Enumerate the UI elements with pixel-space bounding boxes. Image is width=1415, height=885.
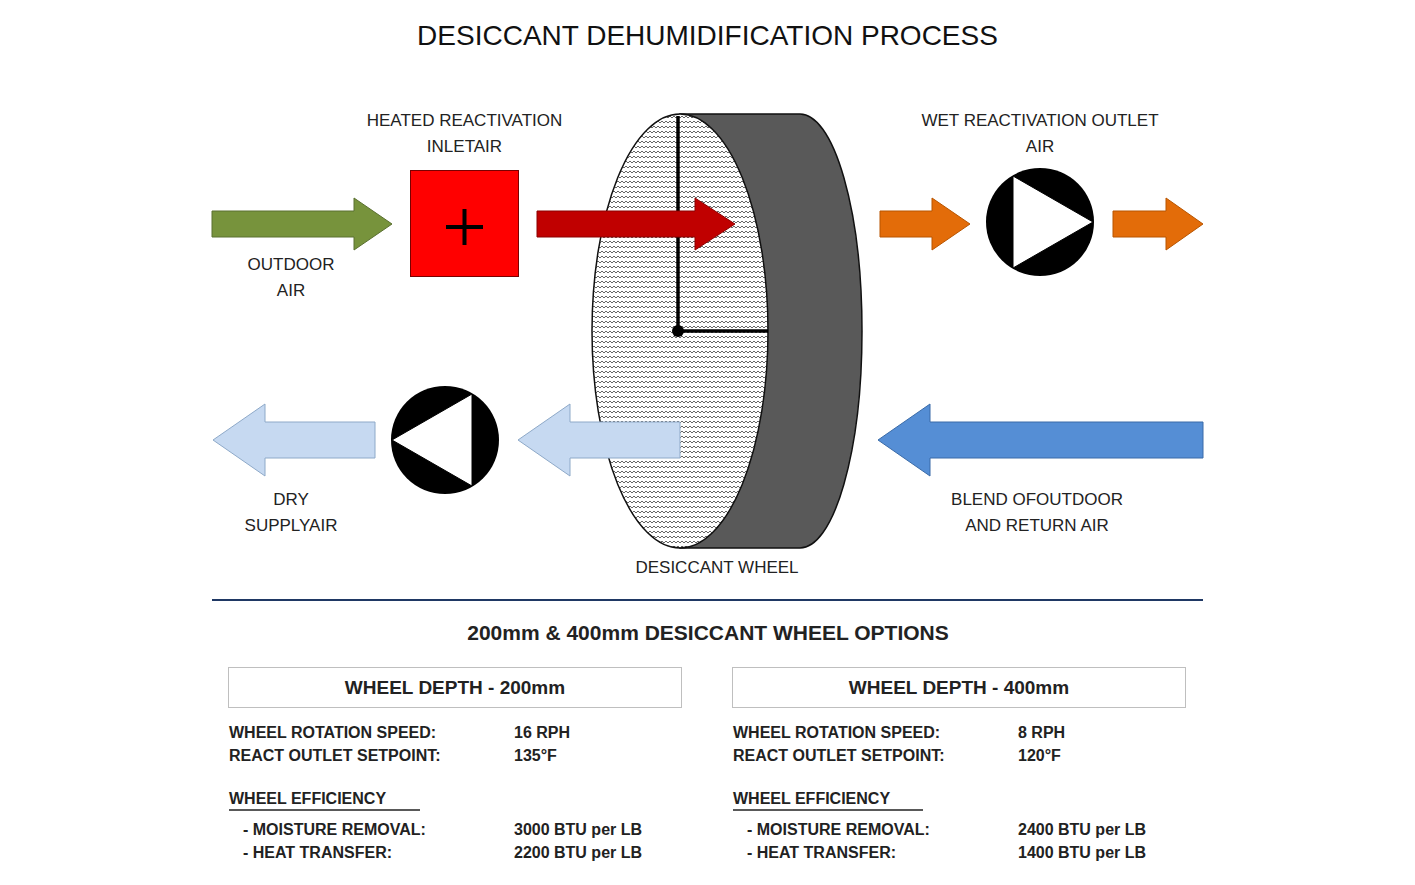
outdoor-air-arrow bbox=[212, 198, 392, 250]
table-cell: 120°F bbox=[1018, 745, 1188, 767]
table-cell: 3000 BTU per LB bbox=[514, 819, 684, 841]
desiccant-wheel: DESICCANT WHEEL bbox=[590, 113, 862, 581]
node-heading: DESICCANT WHEEL bbox=[587, 555, 847, 581]
supply-air-arrow bbox=[213, 404, 375, 476]
air-label: BLEND OFOUTDOOR AND RETURN AIR bbox=[939, 487, 1135, 539]
wheel-hub bbox=[672, 325, 684, 337]
heater-fill bbox=[411, 171, 519, 277]
table-cell: - MOISTURE REMOVAL: bbox=[747, 819, 1013, 841]
heater-box: HEATED REACTIVATION INLETAIR bbox=[410, 170, 519, 277]
table-header-box: WHEEL DEPTH - 400mm bbox=[732, 667, 1186, 708]
table-cell: WHEEL EFFICIENCY bbox=[733, 788, 933, 810]
air-label: DRY SUPPLYAIR bbox=[236, 487, 346, 539]
wheel-divider bbox=[678, 329, 768, 333]
table-cell: REACT OUTLET SETPOINT: bbox=[229, 745, 509, 767]
table-cell: 8 RPH bbox=[1018, 722, 1188, 744]
section-divider bbox=[212, 599, 1203, 601]
fan-blade bbox=[1013, 176, 1093, 268]
table-cell: - HEAT TRANSFER: bbox=[243, 842, 509, 864]
reactivation-fan: WET REACTIVATION OUTLET AIR bbox=[986, 168, 1094, 276]
node-heading: WET REACTIVATION OUTLET AIR bbox=[920, 108, 1160, 160]
heater-symbol bbox=[410, 170, 519, 277]
table-cell: - HEAT TRANSFER: bbox=[747, 842, 1013, 864]
heading-underline bbox=[229, 809, 420, 811]
table-header: WHEEL DEPTH - 400mm bbox=[839, 671, 1079, 705]
diagram-title: DESICCANT DEHUMIDIFICATION PROCESS bbox=[0, 18, 1415, 54]
table-cell: WHEEL ROTATION SPEED: bbox=[229, 722, 509, 744]
air-flow-arrow bbox=[880, 198, 970, 250]
table-cell: REACT OUTLET SETPOINT: bbox=[733, 745, 1013, 767]
node-heading: HEATED REACTIVATION INLETAIR bbox=[345, 108, 585, 160]
plus-sign bbox=[463, 209, 467, 245]
section-heading: 200mm & 400mm DESICCANT WHEEL OPTIONS bbox=[308, 620, 1108, 646]
air-flow-arrow bbox=[537, 198, 735, 250]
table-cell: 2400 BTU per LB bbox=[1018, 819, 1188, 841]
supply-fan-blade bbox=[392, 394, 472, 486]
wheel-face bbox=[592, 114, 768, 548]
fan-symbol bbox=[986, 168, 1094, 276]
air-label: OUTDOOR AIR bbox=[241, 252, 341, 304]
heading-underline bbox=[733, 809, 923, 811]
table-header-box: WHEEL DEPTH - 200mm bbox=[228, 667, 682, 708]
blend-air-arrow bbox=[878, 404, 1203, 476]
table-cell: WHEEL ROTATION SPEED: bbox=[733, 722, 1013, 744]
exhaust-air-arrow bbox=[1113, 198, 1203, 250]
dry-air-arrow bbox=[518, 404, 680, 476]
table-header: WHEEL DEPTH - 200mm bbox=[335, 671, 575, 705]
table-cell: - MOISTURE REMOVAL: bbox=[243, 819, 509, 841]
table-cell: 1400 BTU per LB bbox=[1018, 842, 1188, 864]
table-cell: 2200 BTU per LB bbox=[514, 842, 684, 864]
table-cell: WHEEL EFFICIENCY bbox=[229, 788, 429, 810]
table-cell: 135°F bbox=[514, 745, 684, 767]
fan-housing bbox=[986, 168, 1094, 276]
table-cell: 16 RPH bbox=[514, 722, 684, 744]
supply-fan bbox=[391, 386, 499, 494]
